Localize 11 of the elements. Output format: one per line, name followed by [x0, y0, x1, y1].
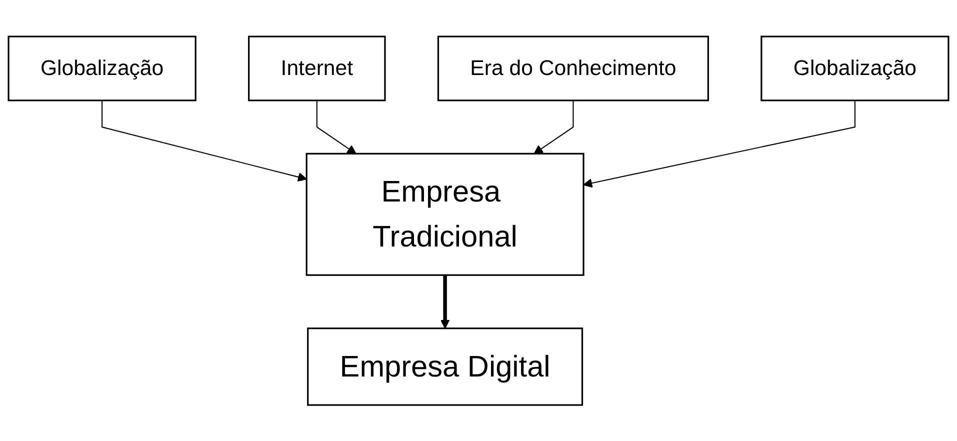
node-box: Empresa Tradicional [306, 152, 584, 276]
node-box: Era do Conhecimento [437, 35, 709, 101]
arrow [440, 274, 450, 328]
node-box: Globalização [760, 35, 950, 101]
arrow [583, 100, 856, 188]
node-box: Globalização [8, 35, 196, 101]
arrow [534, 100, 574, 154]
node-box: Internet [248, 35, 386, 101]
arrow [102, 100, 308, 182]
arrow [316, 100, 356, 154]
node-box: Empresa Digital [307, 327, 584, 406]
